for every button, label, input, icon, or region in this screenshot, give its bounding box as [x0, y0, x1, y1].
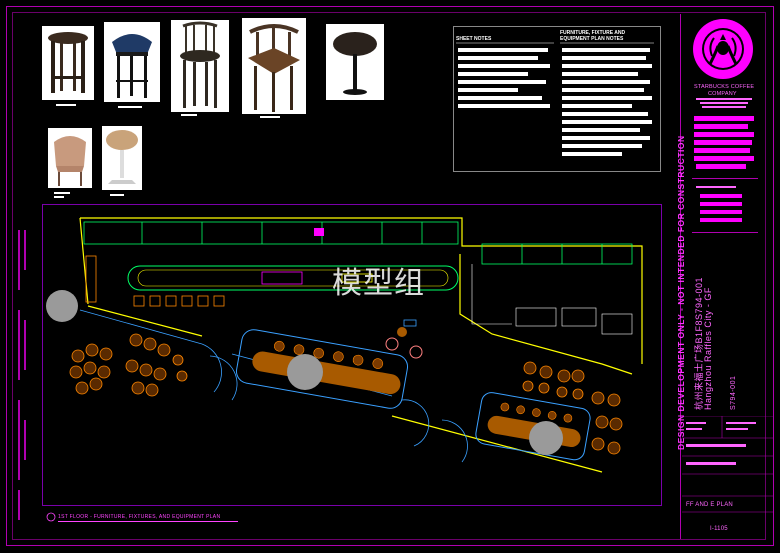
plan-frame [42, 204, 662, 506]
sheet-border [6, 6, 774, 546]
bar-stools [133, 295, 225, 307]
ffe-notes-title-line1: FURNITURE, FIXTURE AND [560, 30, 626, 36]
project-name-en: Hangzhou Raffles City - GF [703, 287, 713, 410]
plan-title: 1ST FLOOR - FURNITURE, FIXTURES, AND EQU… [58, 514, 221, 520]
stool-thumbnail-4 [242, 18, 306, 118]
company-name-line2: COMPANY [708, 91, 737, 97]
back-counter [83, 221, 633, 265]
titleblock-lower-grid [682, 416, 774, 513]
notes-box [453, 26, 661, 172]
sheet-title: FF AND E PLAN [686, 502, 733, 508]
bar-counter [127, 265, 459, 291]
communal-table-1 [235, 329, 409, 409]
plan-title-marker [46, 512, 56, 522]
gray-marker-1 [46, 290, 78, 322]
sheet-notes-title: SHEET NOTES [456, 36, 492, 42]
store-number: S794-001 [730, 375, 737, 410]
gray-marker-3 [529, 421, 563, 455]
sheet-number: I-1105 [710, 526, 728, 532]
chair-thumbnail [48, 128, 92, 198]
communal-table-2 [475, 392, 591, 461]
starbucks-logo [693, 19, 753, 79]
company-name-line1: STARBUCKS COFFEE [694, 84, 755, 90]
plan-title-underline [58, 521, 238, 522]
floor-plan [46, 217, 643, 473]
left-seating [69, 333, 188, 397]
plan-walls [79, 217, 643, 473]
watermark: 模型组 [332, 266, 425, 301]
notes-redacted-lines [456, 42, 654, 156]
stool-thumbnail-1 [42, 26, 94, 106]
table-thumbnail-1 [326, 24, 384, 100]
stool-thumbnail-3 [171, 20, 229, 116]
ffe-notes-title-line2: EQUIPMENT PLAN NOTES [560, 36, 624, 42]
inner-border [12, 12, 766, 540]
title-block [680, 14, 775, 539]
table-thumbnail-2 [102, 126, 142, 196]
side-counter [85, 255, 97, 303]
equipment-markers [314, 228, 324, 236]
gray-marker-2 [287, 354, 323, 390]
revision-strip [18, 230, 26, 520]
center-tables [385, 319, 423, 359]
stool-thumbnail-2 [104, 22, 160, 108]
right-seating [522, 361, 623, 455]
titleblock-graphics [692, 98, 758, 233]
construction-warning: DESIGN DEVELOPMENT ONLY - NOT INTENDED F… [676, 135, 686, 450]
back-of-house [471, 264, 633, 335]
